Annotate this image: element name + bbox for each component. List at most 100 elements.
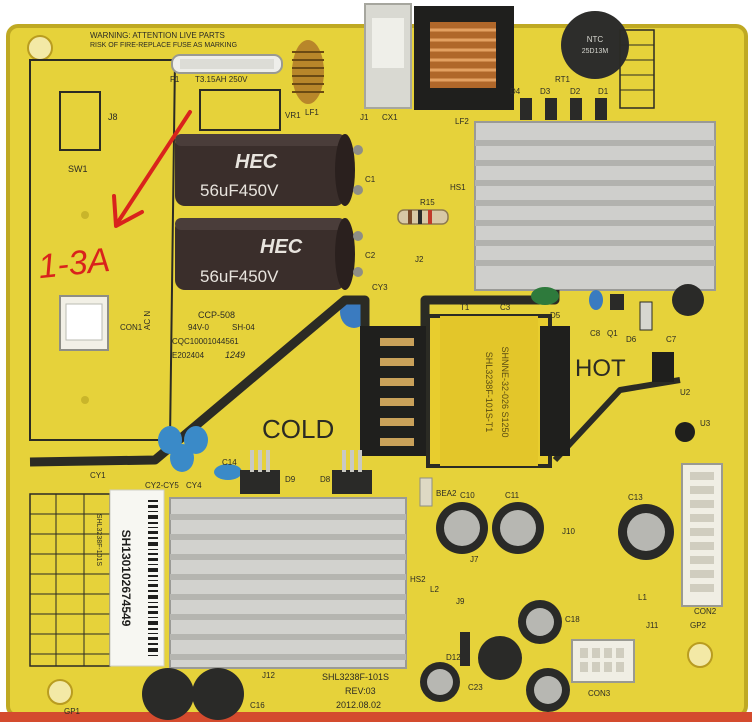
ref-cy2: CY2-CY5 [145,481,179,490]
ref-lf1: LF1 [305,108,319,117]
annotation-arrowhead [112,194,144,228]
fuse-glass [180,59,274,69]
transformer-pins [380,338,414,446]
capacitor-c1 [175,134,355,206]
cap-c1-value: 56uF450V [200,181,279,200]
diode-d12 [460,632,470,666]
ref-acn: AC N [143,311,152,330]
capacitor-c2 [175,218,355,290]
cold-label: COLD [262,414,334,444]
con2-pins [690,472,714,592]
sh-label: SH-04 [232,323,255,332]
ref-c8: C8 [590,329,601,338]
transistor-q1 [610,294,624,310]
ref-j9: J9 [456,597,465,606]
fuse-rating: T3.15AH 250V [195,75,248,84]
capacitor-c3 [531,287,559,305]
ref-l2: L2 [430,585,439,594]
lf1-windings [292,51,324,93]
cap-c2-brand: HEC [260,236,303,258]
ref-con3: CON3 [588,689,611,698]
ref-d12: D12 [446,653,461,662]
ref-rt1: RT1 [555,75,571,84]
lf2-copper-turns [430,28,496,82]
barcode-sticker [109,489,165,667]
con1-housing [65,303,103,341]
y-capacitors [158,426,242,480]
annotation-arrow [116,110,192,224]
warning-line2: RISK OF FIRE-REPLACE FUSE AS MARKING [90,42,237,49]
ntc-label: NTC [587,35,604,44]
ref-cy3: CY3 [372,283,388,292]
e-code: E202404 [172,351,205,360]
cap-c2-value: 56uF450V [200,267,279,286]
hot-label: HOT [575,355,626,382]
cap-c1-brand: HEC [235,151,278,173]
transformer-text2: SHNNE-32-026 S1250 [500,346,510,437]
ref-con2: CON2 [694,607,717,616]
ref-cy4: CY4 [186,481,202,490]
capacitor-c13 [618,504,674,560]
ref-hs2: HS2 [410,575,426,584]
ref-j1: J1 [360,113,369,122]
heatsink-hs2 [169,497,407,669]
transformer-text1: SHL3238F-101S-T1 [484,352,494,433]
ref-c13: C13 [628,493,643,502]
capacitor-c23 [420,662,460,702]
ref-d1: D1 [598,87,609,96]
ref-l1: L1 [638,593,647,602]
model-label: SHL3238F-101S [322,672,389,682]
ref-j12: J12 [262,671,275,680]
capacitor-c18 [518,600,562,644]
sticker-barcode-text: SH130102674549 [119,530,133,627]
ref-u3: U3 [700,419,711,428]
r15-bands [408,210,432,224]
ref-j8: J8 [108,112,118,122]
lf1-coil [292,40,324,104]
ref-bea2: BEA2 [436,489,457,498]
transformer-base-right [540,326,570,456]
ref-d8: D8 [320,475,331,484]
sticker-model-text: SHL3238F-101S [95,514,102,566]
ref-sw1: SW1 [68,164,88,174]
capacitor-c16 [142,668,244,720]
transformer-tape [440,316,538,466]
mounting-hole [47,679,73,705]
barcode-bars [148,500,158,656]
ref-d4: D4 [510,87,521,96]
ic-u2 [652,352,674,382]
table-edge [0,712,752,722]
ref-u2: U2 [680,388,691,397]
capacitor-c7 [672,284,704,316]
ref-cy1: CY1 [90,471,106,480]
diode-d9 [240,450,280,494]
top-right-label-lines [620,44,654,91]
ref-d2: D2 [570,87,581,96]
pad [81,396,89,404]
ref-j7: J7 [470,555,479,564]
ref-gp2: GP2 [690,621,707,630]
transformer-base [360,326,430,456]
date-code: 1249 [225,350,245,360]
ref-r15: R15 [420,198,435,207]
ref-hs1: HS1 [450,183,466,192]
ref-lf2: LF2 [455,117,469,126]
pad [81,211,89,219]
ref-vr1: VR1 [285,111,301,120]
ref-j2: J2 [415,255,424,264]
heatsink-hs2-fins [170,514,406,660]
vr1-outline [199,89,281,131]
bridge-diodes [520,98,607,120]
isolation-line-2 [552,377,681,463]
annotation-handwritten-text: 1-3A [36,241,111,286]
ref-gp1: GP1 [64,707,81,716]
ul-label: 94V-0 [188,323,209,332]
label-grid-lines [30,494,110,666]
rev-label: REV:03 [345,686,376,696]
ref-c1: C1 [365,175,376,184]
ref-c14: C14 [222,458,237,467]
ref-d6: D6 [626,335,637,344]
ntc-rt1 [561,11,629,79]
date-label: 2012.08.02 [336,700,381,710]
ref-t1: T1 [460,303,470,312]
